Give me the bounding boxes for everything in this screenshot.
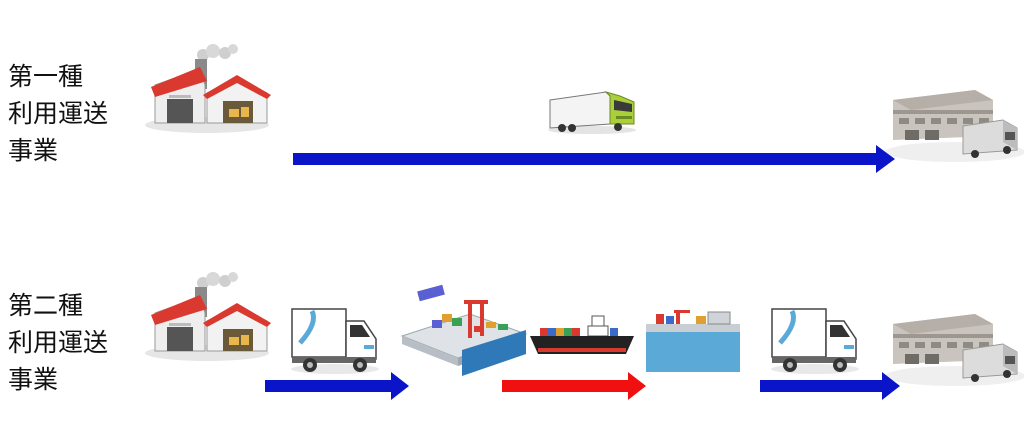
row-label-line: 利用運送 (8, 99, 109, 128)
row-label-type2: 第二種 利用運送 事業 (8, 287, 108, 398)
row-label-line: 事業 (8, 136, 59, 165)
arrow-pickup-leg (265, 372, 409, 400)
warehouse-icon (884, 89, 1024, 163)
arrow-delivery-leg (760, 372, 900, 400)
warehouse-icon (884, 313, 1024, 387)
container-port-icon (646, 310, 740, 372)
container-ship-icon (530, 315, 634, 354)
factory-icon (144, 43, 272, 134)
factory-icon (144, 271, 272, 362)
row-label-type1: 第一種 利用運送 事業 (8, 58, 108, 169)
arrow-sea-leg (502, 372, 646, 400)
small-truck-icon (771, 309, 859, 374)
container-port-icon (400, 284, 528, 376)
large-truck-icon (548, 90, 636, 134)
arrow-direct-route (293, 145, 895, 173)
row-label-line: 事業 (8, 365, 59, 394)
row-label-line: 第二種 (8, 291, 84, 320)
small-truck-icon (291, 309, 379, 374)
row-label-line: 利用運送 (8, 328, 109, 357)
row-label-line: 第一種 (8, 62, 84, 91)
